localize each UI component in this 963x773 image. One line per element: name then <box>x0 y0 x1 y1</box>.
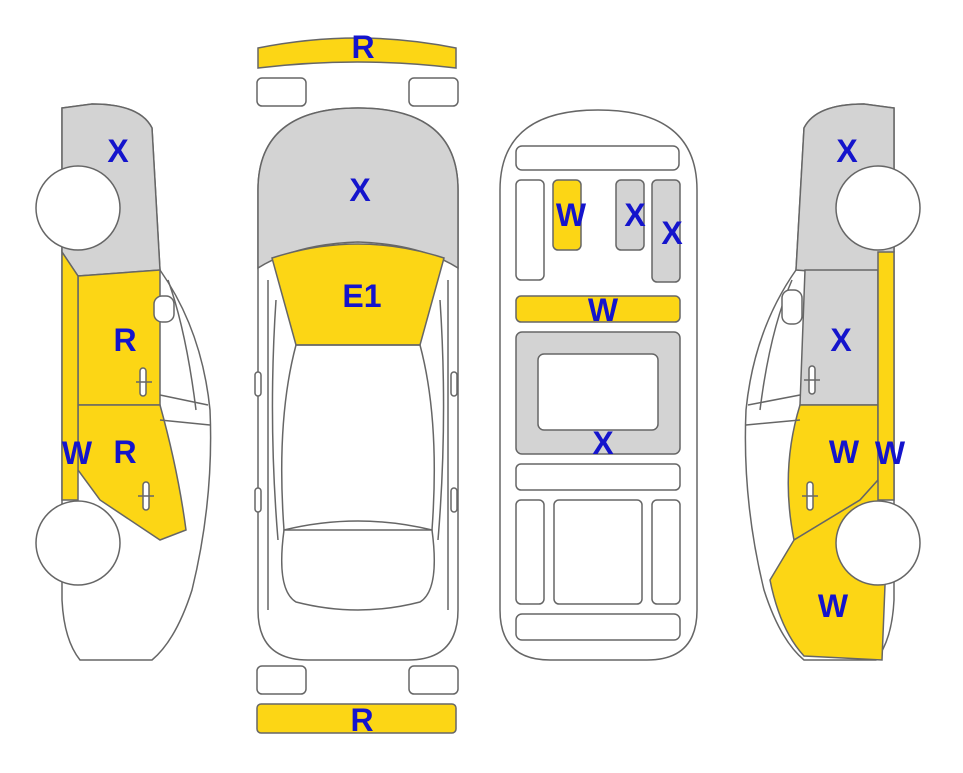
right-sill-line <box>437 299 445 541</box>
right-side-view: X X W W W <box>744 103 921 661</box>
label-floor-yellow: W <box>556 197 587 233</box>
underbody-view: W X X W X <box>499 109 698 661</box>
rear-window-outline <box>281 520 435 611</box>
trunk-floor <box>553 499 643 605</box>
floor-center-opening <box>537 353 659 431</box>
label-floor-crossmember: W <box>588 292 619 328</box>
label-floor-center: X <box>592 425 614 461</box>
label-left-fender: X <box>107 133 129 169</box>
floor-crossmember-panel[interactable] <box>515 295 681 323</box>
right-window-line <box>745 394 801 426</box>
top-right-mirror-icon <box>450 371 458 397</box>
left-side-view: X R R W <box>35 103 212 661</box>
label-hood: X <box>349 172 371 208</box>
label-left-front-door: R <box>113 322 136 358</box>
top-left-mirror-icon <box>254 371 262 397</box>
hood-panel[interactable] <box>257 107 459 270</box>
left-rear-door-panel[interactable] <box>77 404 187 541</box>
left-sill-line <box>271 299 279 541</box>
label-right-quarter: W <box>818 588 849 624</box>
top-left-handle-icon <box>254 487 262 513</box>
rear-bumper-panel[interactable] <box>256 703 457 734</box>
rear-crossmember <box>515 463 681 491</box>
right-rocker-panel[interactable] <box>877 251 895 501</box>
left-mirror-icon <box>153 295 175 323</box>
label-rear-bumper: R <box>350 702 373 738</box>
windshield-panel[interactable] <box>271 243 445 346</box>
top-view: R X E1 R <box>254 29 459 738</box>
left-rear-rail <box>515 499 545 605</box>
label-right-front-door: X <box>830 322 852 358</box>
left-window-line <box>159 394 211 426</box>
label-windshield: E1 <box>342 278 381 314</box>
front-bumper-panel[interactable] <box>257 37 457 69</box>
rear-frame-rail <box>515 613 681 641</box>
right-rear-rail <box>651 499 681 605</box>
rear-left-light-icon <box>256 665 307 695</box>
label-floor-gray-2: X <box>661 215 683 251</box>
left-pillar-line <box>167 279 197 411</box>
label-left-rocker: W <box>62 435 93 471</box>
front-right-light-icon <box>408 77 459 107</box>
label-floor-gray-1: X <box>624 197 646 233</box>
label-left-rear-door: R <box>113 434 136 470</box>
left-rear-handle-icon <box>138 481 154 511</box>
label-right-fender: X <box>836 133 858 169</box>
top-right-handle-icon <box>450 487 458 513</box>
left-front-handle-icon <box>136 367 152 397</box>
left-rocker-panel[interactable] <box>61 249 79 501</box>
rear-right-light-icon <box>408 665 459 695</box>
floor-gray-panel-2[interactable] <box>651 179 681 283</box>
right-front-handle-icon <box>804 365 820 395</box>
right-front-wheel-icon <box>835 165 921 251</box>
label-right-rear-door: W <box>829 434 860 470</box>
right-mirror-icon <box>781 289 803 325</box>
label-right-rocker: W <box>875 435 906 471</box>
right-rear-wheel-icon <box>835 500 921 586</box>
left-front-rail <box>515 179 545 281</box>
floor-yellow-panel[interactable] <box>552 179 582 251</box>
right-rear-handle-icon <box>802 481 818 511</box>
left-rear-wheel-icon <box>35 500 121 586</box>
floor-gray-panel-1[interactable] <box>615 179 645 251</box>
label-front-bumper: R <box>351 29 374 65</box>
left-front-wheel-icon <box>35 165 121 251</box>
front-left-light-icon <box>256 77 307 107</box>
front-frame-rail <box>515 145 680 171</box>
